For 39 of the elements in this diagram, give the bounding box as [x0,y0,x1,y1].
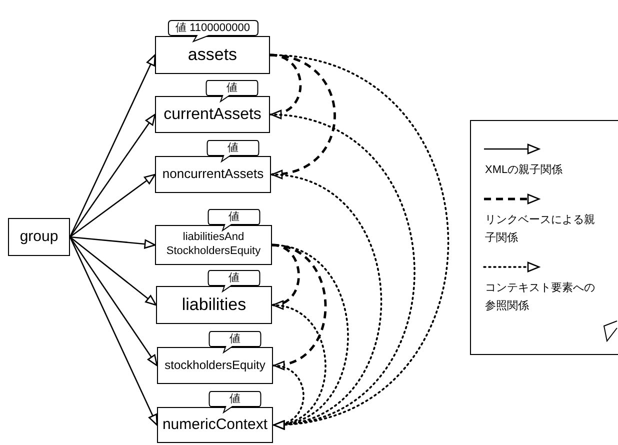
dotted-arrow [272,364,304,428]
speech-bubble: 値 [209,391,261,413]
element-box [157,347,273,384]
arrow [69,54,156,238]
arrow [70,174,156,238]
speech-bubble: 値 [209,331,261,353]
element-name: assets [188,44,238,66]
element-box [155,225,272,265]
element-name: liabilities [182,294,246,316]
element-name: currentAssets [164,104,262,124]
dashed-arrow [272,244,300,308]
arrow [69,236,158,366]
speech-bubble: 値 [208,209,260,231]
speech-bubble: 値 [208,270,260,292]
dashed-arrow [270,54,302,118]
speech-bubble: 値 [206,80,258,102]
element-box [156,286,272,324]
arrow [69,236,158,426]
element-name: liabilitiesAnd StockholdersEquity [165,231,262,259]
element-name: noncurrentAssets [162,166,264,183]
dashed-arrow [270,54,336,178]
element-box [155,156,271,193]
element-box [8,218,70,256]
arrow [70,236,156,249]
dashed-arrow [272,244,327,369]
legend-text: XMLの親子関係 [484,163,564,178]
element-name: stockholdersEquity [164,358,266,373]
arrow [70,236,157,306]
element-box [155,96,270,133]
speech-bubble: 値 1100000000 [168,20,258,42]
element-name: numericContext [162,416,268,434]
speech-bubble: 値 [207,140,259,162]
element-box [155,36,270,74]
element-box [157,407,273,443]
legend-text: リンクベースによる親子関係 [484,213,595,246]
arrow [69,114,156,238]
legend-text: コンテキスト要素への参照関係 [484,280,595,314]
element-name: group [20,228,58,246]
dotted-arrow [269,114,416,428]
